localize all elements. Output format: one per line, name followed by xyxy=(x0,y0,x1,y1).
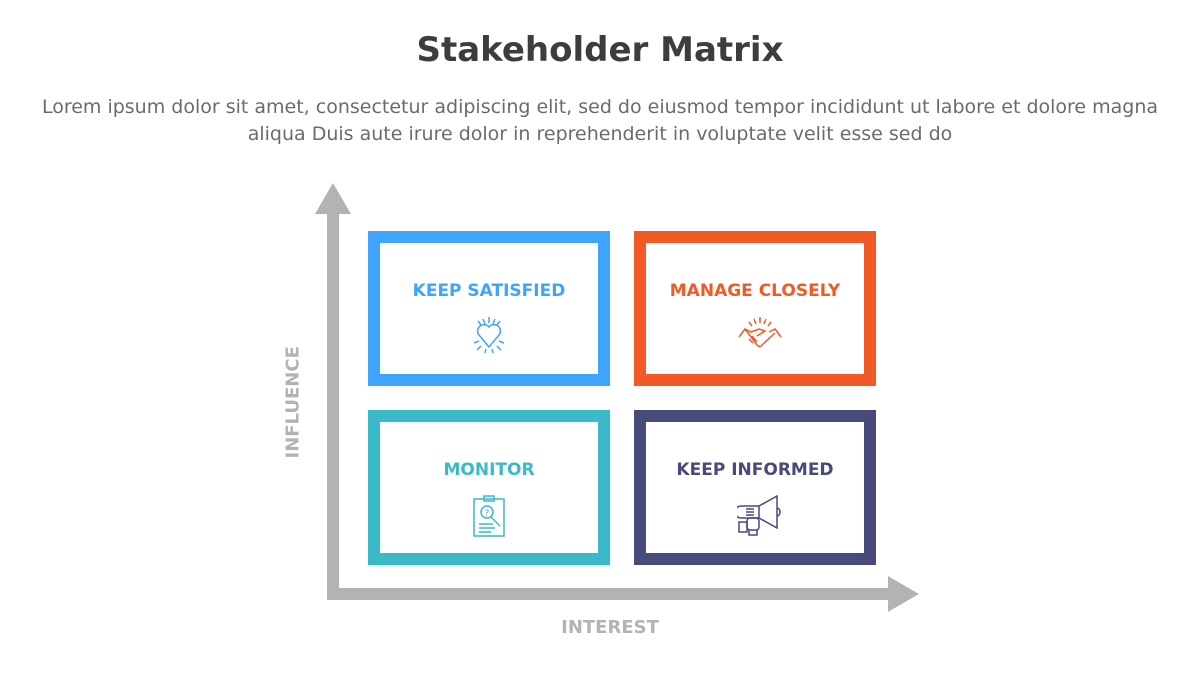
quadrant-keep-satisfied: KEEP SATISFIED xyxy=(368,231,610,386)
quadrant-label: KEEP INFORMED xyxy=(676,460,834,480)
megaphone-icon xyxy=(737,494,781,536)
svg-text:?: ? xyxy=(485,509,490,519)
quadrant-label: MANAGE CLOSELY xyxy=(669,281,841,301)
y-axis-line xyxy=(327,205,339,600)
handshake-icon xyxy=(738,317,782,348)
quadrant-manage-closely: MANAGE CLOSELY xyxy=(634,231,876,386)
x-axis-line xyxy=(327,588,892,600)
quadrant-label: KEEP SATISFIED xyxy=(412,281,566,301)
y-axis-label: INFLUENCE xyxy=(282,346,304,459)
quadrant-monitor: MONITOR ? xyxy=(368,410,610,565)
quadrant-label: MONITOR xyxy=(443,460,535,480)
x-axis-label: INTEREST xyxy=(561,617,659,638)
page-title: Stakeholder Matrix xyxy=(416,30,784,70)
x-axis-arrow xyxy=(888,576,919,612)
subtitle: Lorem ipsum dolor sit amet, consectetur … xyxy=(41,96,1159,145)
quadrant-keep-informed: KEEP INFORMED xyxy=(634,410,876,565)
heart-icon xyxy=(473,317,505,354)
y-axis-arrow xyxy=(315,183,351,214)
clipboard-search-icon: ? xyxy=(473,495,505,537)
